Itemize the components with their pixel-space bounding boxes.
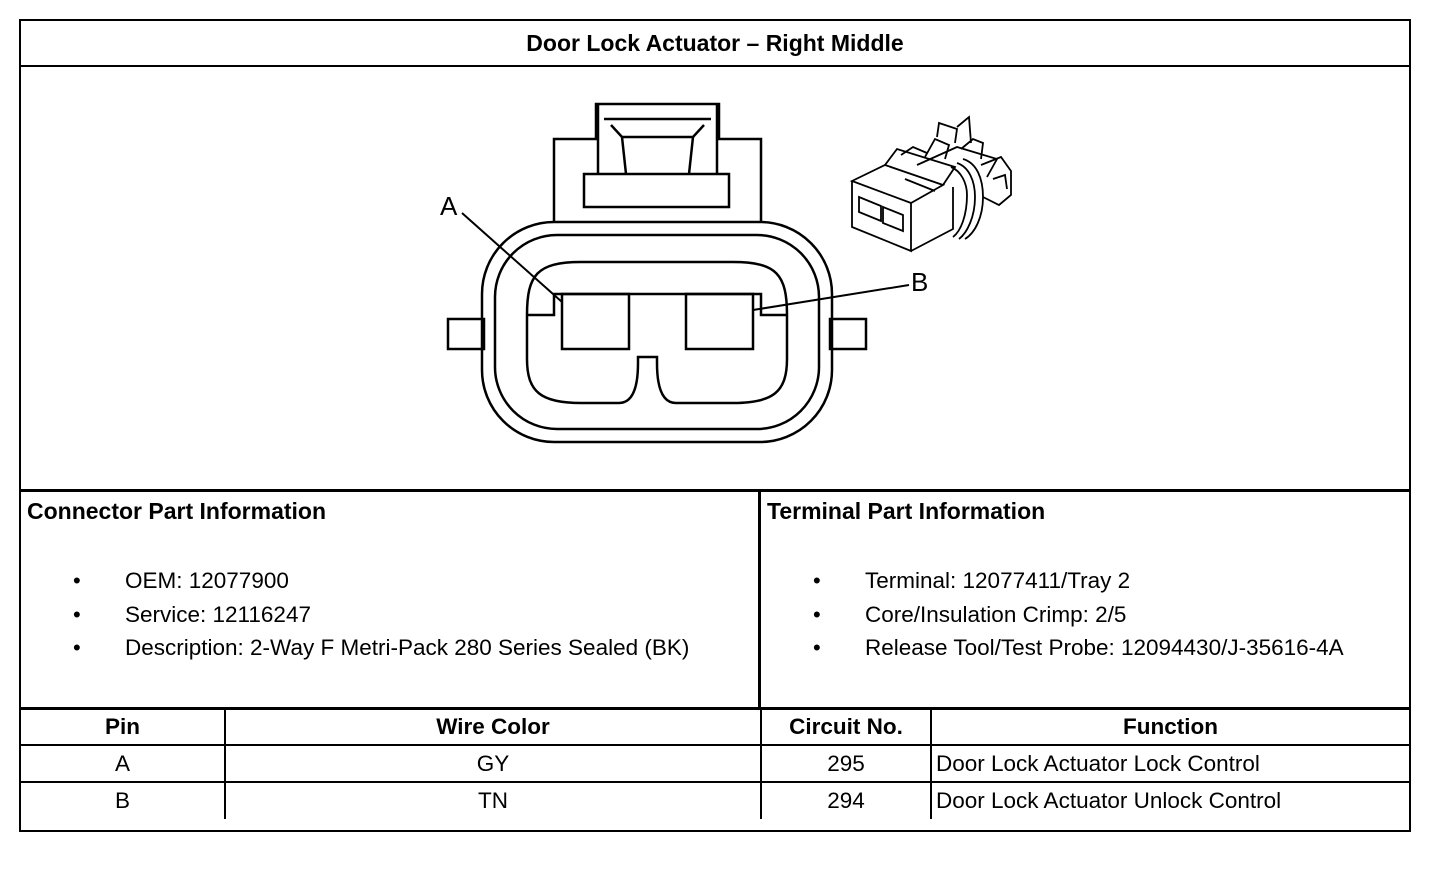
table-header-row: Pin Wire Color Circuit No. Function [21, 707, 1409, 746]
connector-sheet: Door Lock Actuator – Right Middle [19, 19, 1411, 832]
bullet: • [73, 635, 81, 660]
cell-circuit-no: 295 [760, 744, 932, 783]
pinout-table: Pin Wire Color Circuit No. Function A GY… [21, 707, 1409, 819]
connector-isometric-illustration [849, 115, 1012, 253]
cell-pin: B [21, 781, 226, 819]
bullet: • [73, 601, 81, 627]
pinout-table-wrap: Pin Wire Color Circuit No. Function A GY… [21, 707, 1409, 830]
terminal-part-info: Terminal Part Information •Terminal: 120… [767, 498, 1344, 660]
page-title: Door Lock Actuator – Right Middle [21, 21, 1409, 67]
cell-function: Door Lock Actuator Unlock Control [930, 781, 1409, 819]
pin-a-label: A [440, 191, 458, 221]
col-header-circuit-no: Circuit No. [760, 707, 932, 746]
terminal-info-heading: Terminal Part Information [767, 498, 1046, 524]
cell-pin: A [21, 744, 226, 783]
bullet: • [813, 635, 821, 660]
col-header-function: Function [930, 707, 1409, 746]
connector-drawing: A B [21, 67, 1409, 492]
pin-b-label: B [911, 267, 928, 297]
connector-part-info: Connector Part Information •OEM: 1207790… [21, 492, 761, 707]
table-row: A GY 295 Door Lock Actuator Lock Control [21, 744, 1409, 783]
bullet: • [813, 568, 821, 593]
connector-face-diagram: A B [440, 102, 1012, 444]
bullet: • [73, 568, 81, 593]
cell-wire-color: TN [224, 781, 762, 819]
cell-wire-color: GY [224, 744, 762, 783]
cell-function: Door Lock Actuator Lock Control [930, 744, 1409, 783]
col-header-pin: Pin [21, 707, 226, 746]
bullet: • [813, 601, 821, 627]
col-header-wire-color: Wire Color [224, 707, 762, 746]
cell-circuit-no: 294 [760, 781, 932, 819]
table-row: B TN 294 Door Lock Actuator Unlock Contr… [21, 781, 1409, 819]
connector-info-heading: Connector Part Information [27, 498, 327, 524]
